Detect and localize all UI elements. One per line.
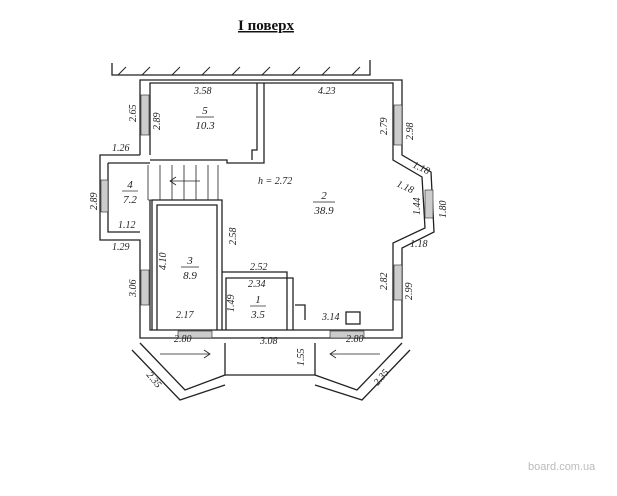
svg-text:7.2: 7.2: [123, 194, 137, 206]
svg-text:4.10: 4.10: [158, 253, 169, 271]
room-5-label: 5 10.3: [195, 105, 215, 132]
svg-text:2.82: 2.82: [379, 273, 390, 291]
svg-text:1: 1: [255, 294, 261, 306]
watermark: board.com.ua: [528, 461, 596, 473]
svg-text:4.23: 4.23: [318, 86, 336, 97]
svg-text:10.3: 10.3: [195, 120, 215, 132]
dimensions: 3.58 4.23 2.65 2.89 2.79 2.98 1.26 1.18 …: [89, 86, 449, 390]
walls: [99, 79, 435, 401]
svg-text:2: 2: [321, 190, 327, 202]
svg-text:1.29: 1.29: [112, 242, 130, 253]
svg-text:3.5: 3.5: [250, 309, 265, 321]
svg-text:1.49: 1.49: [226, 295, 237, 313]
svg-text:2.80: 2.80: [346, 334, 364, 345]
ceiling-height: h = 2.72: [258, 176, 292, 187]
svg-text:3.58: 3.58: [193, 86, 212, 97]
svg-text:3.14: 3.14: [321, 312, 340, 323]
svg-text:4: 4: [127, 179, 133, 191]
room-2-label: 2 38.9: [313, 190, 335, 217]
svg-text:1.18: 1.18: [395, 179, 416, 196]
stairs: [147, 165, 219, 201]
svg-text:2.80: 2.80: [174, 334, 192, 345]
svg-text:2.58: 2.58: [228, 228, 239, 246]
svg-text:2.89: 2.89: [89, 193, 100, 211]
svg-text:2.79: 2.79: [379, 118, 390, 136]
svg-text:8.9: 8.9: [183, 270, 197, 282]
ground-line: [111, 60, 371, 76]
plan-title: I поверх: [238, 18, 294, 34]
svg-text:1.44: 1.44: [412, 198, 423, 216]
svg-text:2.98: 2.98: [405, 123, 416, 141]
svg-text:3.06: 3.06: [128, 280, 139, 299]
room-1-label: 1 3.5: [250, 294, 266, 321]
svg-text:2.17: 2.17: [176, 310, 195, 321]
svg-text:2.34: 2.34: [248, 279, 266, 290]
svg-text:1.18: 1.18: [411, 160, 432, 177]
svg-text:38.9: 38.9: [313, 205, 334, 217]
svg-text:2.52: 2.52: [250, 262, 268, 273]
svg-text:1.55: 1.55: [296, 349, 307, 367]
svg-text:2.99: 2.99: [404, 283, 415, 301]
room-3-label: 3 8.9: [181, 255, 199, 282]
room-4-label: 4 7.2: [122, 179, 138, 206]
svg-text:2.65: 2.65: [128, 105, 139, 123]
svg-text:1.18: 1.18: [410, 239, 428, 250]
svg-text:1.12: 1.12: [118, 220, 136, 231]
svg-text:1.26: 1.26: [112, 143, 130, 154]
svg-text:2.89: 2.89: [152, 113, 163, 131]
svg-text:1.80: 1.80: [438, 201, 449, 219]
svg-text:2.35: 2.35: [144, 370, 164, 390]
svg-text:5: 5: [202, 105, 208, 117]
svg-text:3: 3: [186, 255, 193, 267]
svg-text:3.08: 3.08: [259, 336, 278, 347]
